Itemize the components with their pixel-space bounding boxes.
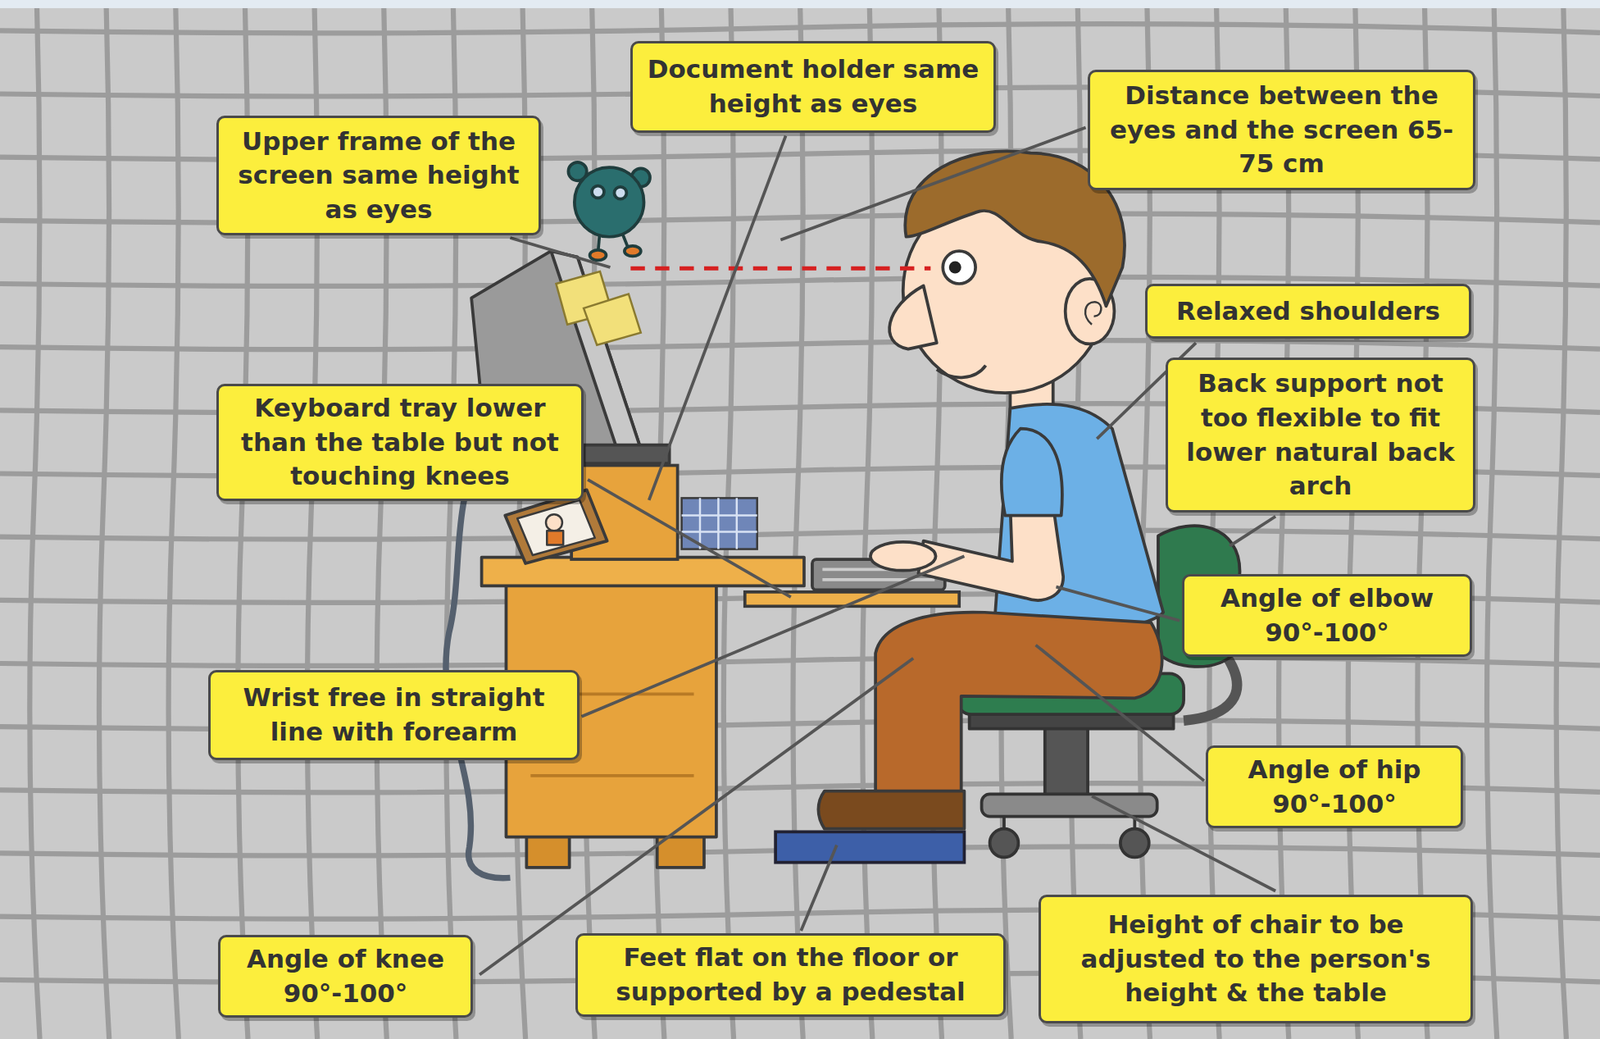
callout-text-group: Distance between the eyes and the screen… [1098,78,1465,182]
chair-part [1120,828,1150,858]
photo-frame [504,489,607,564]
callout-text: Document holder same height as eyes [640,52,986,121]
callout-text: Angle of elbow 90°-100° [1192,581,1462,650]
callout-box: Relaxed shoulders [1145,283,1472,339]
leader-lines-part [587,479,791,597]
person-part [949,261,962,274]
callout-box: Feet flat on the floor or supported by a… [575,932,1006,1017]
person-part [1085,301,1101,324]
person [818,150,1164,828]
leader-lines-part [581,555,965,716]
callout-text-group: Height of chair to be adjusted to the pe… [1049,907,1463,1010]
leader-lines-part [649,136,787,500]
robot-toy-part [591,186,605,199]
footrest-part [775,831,964,862]
callout-text-group: Angle of elbow 90°-100° [1192,581,1462,650]
person-part [918,504,1064,600]
callout-text-group: Back support not too flexible to fit low… [1176,366,1465,503]
robot-toy-part [590,250,607,260]
callout-box: Angle of knee 90°-100° [218,934,473,1018]
callout-box: Keyboard tray lower than the table but n… [216,383,584,501]
callout-text-group: Angle of hip 90°-100° [1216,752,1453,821]
callout-box: Height of chair to be adjusted to the pe… [1038,894,1473,1023]
computer-cable [445,449,511,878]
person-part [889,285,937,349]
callout-box: Back support not too flexible to fit low… [1165,357,1476,513]
person-part [936,365,987,378]
leader-lines-part [800,845,837,932]
photo-frame-part [546,530,564,545]
grid-lines-part [862,0,873,1039]
person-part [1001,428,1063,516]
sticky-notes-part [583,293,641,345]
grid-lines-part [0,340,1600,350]
grid-lines-part [0,23,1600,33]
callout-text: Keyboard tray lower than the table but n… [227,390,573,494]
grid-lines-part [99,0,110,1039]
robot-toy-part [613,186,627,200]
callout-box: Document holder same height as eyes [630,40,996,133]
callout-text-group: Keyboard tray lower than the table but n… [227,390,573,494]
grid-lines-part [168,0,179,1039]
footrest [775,831,964,862]
photo-frame-part [504,489,607,564]
callout-box: Distance between the eyes and the screen… [1087,69,1476,191]
top-strip [0,0,1600,9]
callout-text-group: Feet flat on the floor or supported by a… [586,940,996,1009]
callout-text: Angle of knee 90°-100° [228,941,463,1010]
callout-box: Wrist free in straight line with forearm [208,669,580,760]
computer-cable-part [445,449,511,878]
photo-frame-part [517,500,596,555]
chair-part [1004,816,1135,829]
callout-text: Height of chair to be adjusted to the pe… [1049,907,1463,1010]
leader-lines-part [1036,645,1205,782]
grid-lines-part [0,656,1600,666]
callout-text: Angle of hip 90°-100° [1216,752,1453,821]
grid-lines-part [931,0,942,1039]
callout-text: Back support not too flexible to fit low… [1176,366,1465,503]
callout-text-group: Wrist free in straight line with forearm [218,680,569,749]
person-part [875,612,1163,795]
eye-level-line [630,268,931,269]
person-part [942,250,976,284]
callout-text-group: Document holder same height as eyes [640,52,986,121]
leader-lines-part [509,237,610,268]
robot-toy [568,162,650,260]
person-part [818,790,964,829]
callout-text: Feet flat on the floor or supported by a… [586,940,996,1009]
callout-box: Angle of elbow 90°-100° [1181,573,1473,657]
eye-level-line-part [630,266,931,271]
leader-lines-part [1229,516,1276,546]
callout-box: Angle of hip 90°-100° [1205,745,1464,828]
chair-part [981,793,1158,816]
sticky-notes [555,271,641,346]
callout-text-group: Upper frame of the screen same height as… [227,124,531,228]
callout-text: Upper frame of the screen same height as… [227,124,531,228]
leader-lines [479,127,1276,975]
grid-lines-part [0,530,1600,540]
callout-text-group: Angle of knee 90°-100° [228,941,463,1010]
leader-lines-part [1055,586,1180,621]
robot-toy-part [574,167,645,237]
callout-text: Wrist free in straight line with forearm [218,680,569,749]
callout-box: Upper frame of the screen same height as… [216,115,541,236]
callout-text-group: Relaxed shoulders [1176,294,1441,329]
callout-text: Distance between the eyes and the screen… [1098,78,1465,182]
chair-part [1045,726,1088,798]
robot-toy-part [624,245,641,256]
photo-frame-part [545,513,563,531]
person-part [870,541,937,571]
leader-lines-part [780,127,1086,241]
monitor-part [583,445,670,464]
callout-text: Relaxed shoulders [1176,294,1441,329]
chair-part [990,828,1019,858]
